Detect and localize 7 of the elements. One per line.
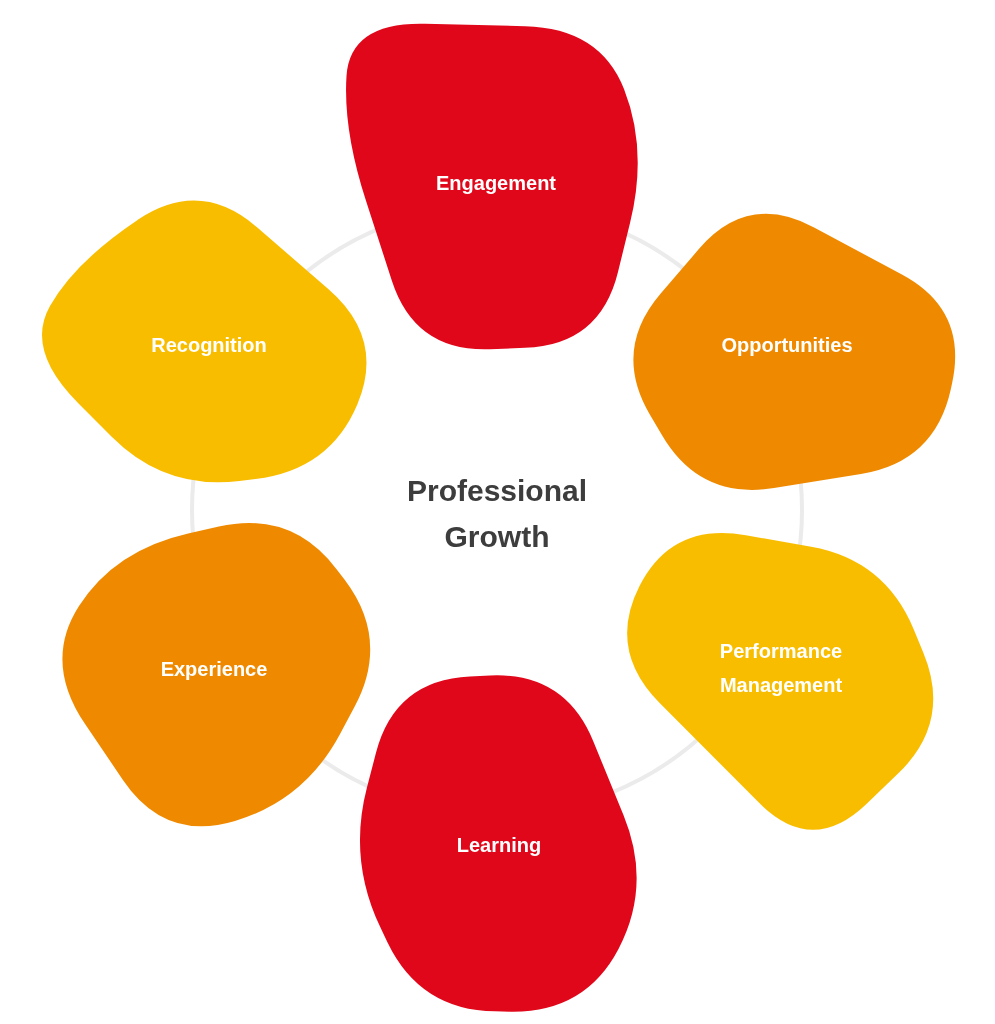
- petal-label: Engagement: [435, 171, 557, 196]
- petal-label: Opportunities: [720, 333, 854, 358]
- petal-label: Performance Management: [718, 639, 844, 698]
- petal-label: Experience: [159, 657, 269, 682]
- petal-label: Learning: [455, 833, 543, 858]
- center-title: Professional Growth: [405, 473, 589, 555]
- petal-label: Recognition: [150, 333, 268, 358]
